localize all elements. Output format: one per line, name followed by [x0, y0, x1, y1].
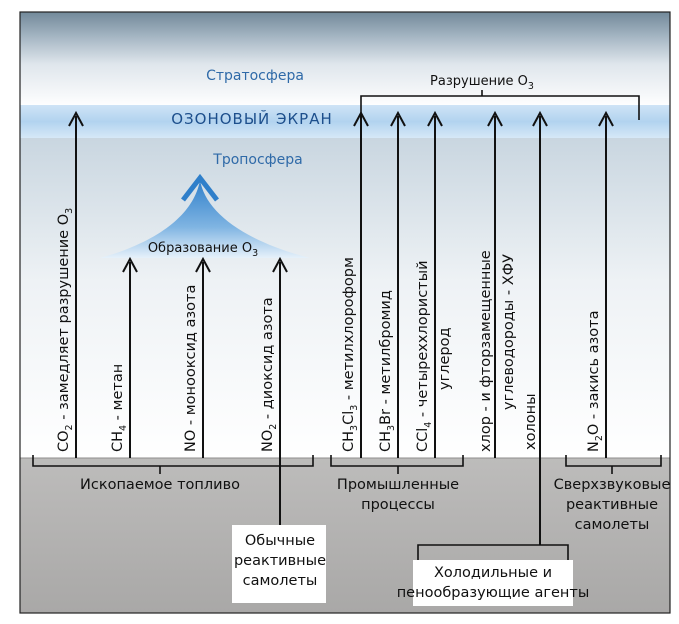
fossil-fuel-label: Ископаемое топливо [80, 477, 240, 493]
troposphere-layer [20, 138, 670, 458]
supersonic-label-1: Сверхзвуковые [554, 477, 671, 493]
label-ch3ccl3: CH3Cl3 - метилхлороформ [341, 257, 360, 452]
label-ccl4-line2: углерод [437, 328, 453, 391]
destruction-bracket [360, 95, 640, 120]
industrial-label-2: процессы [361, 497, 435, 513]
label-ch3br: CH3Br - метилбромид [378, 290, 397, 452]
stratosphere-layer [20, 12, 670, 107]
ozone-formation-cone [100, 180, 310, 258]
supersonic-label-2: реактивные [566, 497, 658, 513]
label-halons: холоны [523, 393, 539, 450]
ordinary-jets-label-2: реактивные [234, 553, 326, 569]
fossil-bracket [32, 455, 314, 467]
refrigerant-bracket [417, 544, 569, 560]
troposphere-label: Тропосфера [212, 152, 302, 168]
label-ch4: CH4 - метан [110, 364, 129, 452]
refrigerants-box [413, 560, 573, 606]
ordinary-jets-label-3: самолеты [243, 573, 318, 589]
formation-label: Образование O3 [148, 241, 258, 259]
ordinary-jets-label-1: Обычные [245, 533, 315, 549]
supersonic-label-3: самолеты [575, 517, 650, 533]
cone-arrowhead [181, 173, 219, 202]
industrial-label-1: Промышленные [337, 477, 459, 493]
label-co2: CO2 - замедляет разрушение O3 [56, 208, 75, 452]
source-brackets [32, 455, 662, 560]
refrigerants-label-1: Холодильные и [434, 565, 552, 581]
emission-labels: CO2 - замедляет разрушение O3 CH4 - мета… [56, 208, 605, 452]
stratosphere-label: Стратосфера [206, 68, 304, 84]
diagram-border [19, 11, 671, 614]
label-no: NO - монооксид азота [183, 285, 199, 452]
destruction-label: Разрушение O3 [430, 74, 534, 92]
label-no2: NO2 - диоксид азота [260, 297, 279, 452]
label-ccl4: CCl4 - четыреххлористый [415, 260, 434, 452]
supersonic-bracket [565, 455, 662, 467]
refrigerants-label-2: пенообразующие агенты [397, 585, 590, 601]
emission-arrows [68, 110, 614, 545]
ozone-layer [20, 105, 670, 138]
label-cfc-line1: хлор - и фторзамещенные [478, 250, 494, 452]
industrial-bracket [330, 455, 464, 467]
label-cfc-line2: углеводороды - ХФУ [501, 254, 517, 410]
ordinary-jets-box [232, 525, 326, 603]
ozone-screen-label: ОЗОНОВЫЙ ЭКРАН [171, 109, 333, 128]
label-n2o: N2O - закись азота [586, 311, 605, 452]
